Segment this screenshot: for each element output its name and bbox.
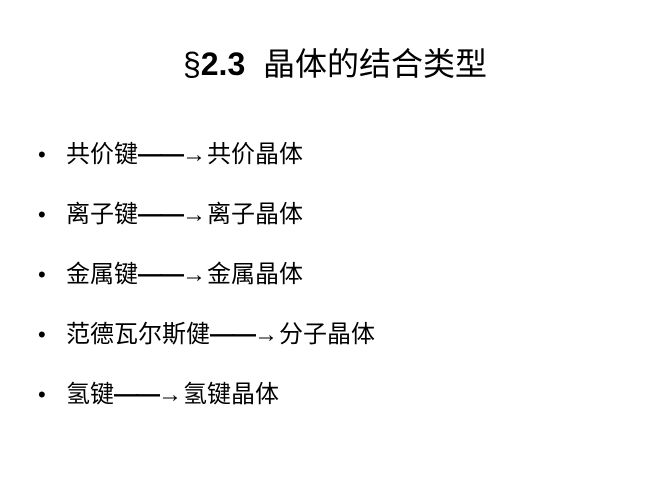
list-item: • 金属键 —— → 金属晶体 bbox=[38, 256, 375, 316]
connector-line: —— bbox=[138, 141, 184, 168]
bullet: • bbox=[38, 202, 46, 227]
arrow-icon: → bbox=[182, 201, 206, 228]
bullet: • bbox=[38, 322, 46, 347]
bond-type: 范德瓦尔斯健 bbox=[66, 321, 210, 348]
list-item: • 共价键 —— → 共价晶体 bbox=[38, 136, 375, 196]
slide-title: §2.3 晶体的结合类型 bbox=[0, 42, 670, 86]
bullet: • bbox=[38, 382, 46, 407]
connector-line: —— bbox=[138, 261, 184, 288]
bullet-list: • 共价键 —— → 共价晶体• 离子键 —— → 离子晶体• 金属键 —— →… bbox=[38, 136, 375, 436]
list-item: • 离子键 —— → 离子晶体 bbox=[38, 196, 375, 256]
crystal-type: 氢键晶体 bbox=[183, 381, 279, 408]
arrow-icon: → bbox=[158, 381, 182, 408]
connector-line: —— bbox=[114, 381, 160, 408]
crystal-type: 分子晶体 bbox=[279, 321, 375, 348]
crystal-type: 共价晶体 bbox=[207, 141, 303, 168]
section-number: 2.3 bbox=[200, 46, 246, 82]
connector-line: —— bbox=[210, 321, 256, 348]
bond-type: 离子键 bbox=[66, 201, 138, 228]
arrow-icon: → bbox=[254, 321, 278, 348]
arrow-icon: → bbox=[182, 261, 206, 288]
list-item: • 范德瓦尔斯健 —— → 分子晶体 bbox=[38, 316, 375, 376]
bond-type: 金属键 bbox=[66, 261, 138, 288]
list-item: • 氢键 —— → 氢键晶体 bbox=[38, 376, 375, 436]
crystal-type: 金属晶体 bbox=[207, 261, 303, 288]
section-symbol: § bbox=[182, 46, 201, 82]
title-text: 晶体的结合类型 bbox=[263, 46, 488, 82]
arrow-icon: → bbox=[182, 141, 206, 168]
bullet: • bbox=[38, 142, 46, 167]
bond-type: 共价键 bbox=[66, 141, 138, 168]
connector-line: —— bbox=[138, 201, 184, 228]
crystal-type: 离子晶体 bbox=[207, 201, 303, 228]
bullet: • bbox=[38, 262, 46, 287]
bond-type: 氢键 bbox=[66, 381, 114, 408]
